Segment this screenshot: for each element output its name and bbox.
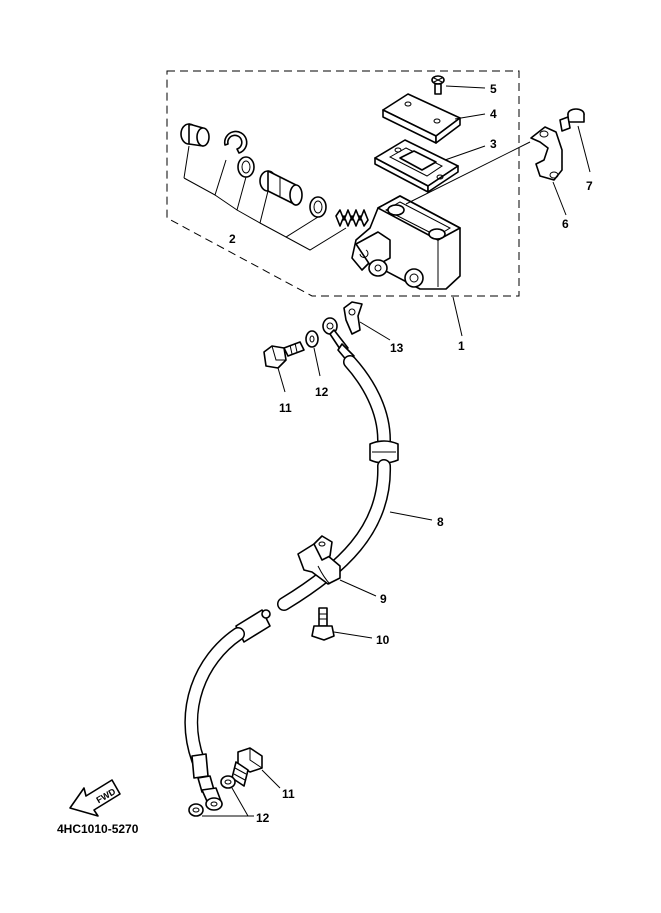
circlip bbox=[223, 130, 248, 154]
hose-clamp: 9 bbox=[297, 535, 387, 606]
callout-8: 8 bbox=[437, 515, 444, 529]
handlebar-holder: 6 bbox=[530, 126, 569, 231]
callout-4: 4 bbox=[490, 107, 497, 121]
callout-6: 6 bbox=[562, 217, 569, 231]
diaphragm: 3 bbox=[374, 137, 497, 193]
callout-2: 2 bbox=[229, 232, 236, 246]
seal bbox=[309, 196, 327, 218]
washer bbox=[237, 156, 255, 178]
holder-bolt: 7 bbox=[559, 108, 593, 193]
master-cylinder-body: 1 bbox=[351, 141, 531, 353]
piston bbox=[259, 170, 303, 206]
callout-10: 10 bbox=[376, 633, 390, 647]
assembly-boundary bbox=[166, 70, 520, 297]
callout-1: 1 bbox=[458, 339, 465, 353]
piston-kit: 2 bbox=[180, 123, 369, 251]
copper-washer-lower: 12 bbox=[188, 775, 270, 825]
callout-9: 9 bbox=[380, 592, 387, 606]
copper-washer-upper: 12 bbox=[305, 330, 329, 399]
diagram-code: 4HC1010-5270 bbox=[57, 822, 139, 836]
piston-boot bbox=[180, 123, 210, 147]
spring bbox=[335, 209, 369, 227]
callout-7: 7 bbox=[586, 179, 593, 193]
hose-holder-bracket: 13 bbox=[343, 301, 404, 355]
forward-arrow-icon: FWD bbox=[69, 779, 121, 817]
callout-12-upper: 12 bbox=[315, 385, 329, 399]
callout-11-upper: 11 bbox=[279, 401, 292, 415]
reservoir-cap: 4 bbox=[382, 93, 497, 144]
brake-hose: 8 bbox=[184, 317, 444, 811]
cap-screw: 5 bbox=[431, 75, 497, 96]
union-bolt-upper: 11 bbox=[263, 341, 305, 415]
callout-5: 5 bbox=[490, 82, 497, 96]
callout-3: 3 bbox=[490, 137, 497, 151]
callout-12-lower: 12 bbox=[256, 811, 270, 825]
union-bolt-lower: 11 bbox=[231, 747, 295, 801]
callout-11-lower: 11 bbox=[282, 787, 295, 801]
callout-13: 13 bbox=[390, 341, 404, 355]
clamp-bolt: 10 bbox=[311, 607, 390, 647]
